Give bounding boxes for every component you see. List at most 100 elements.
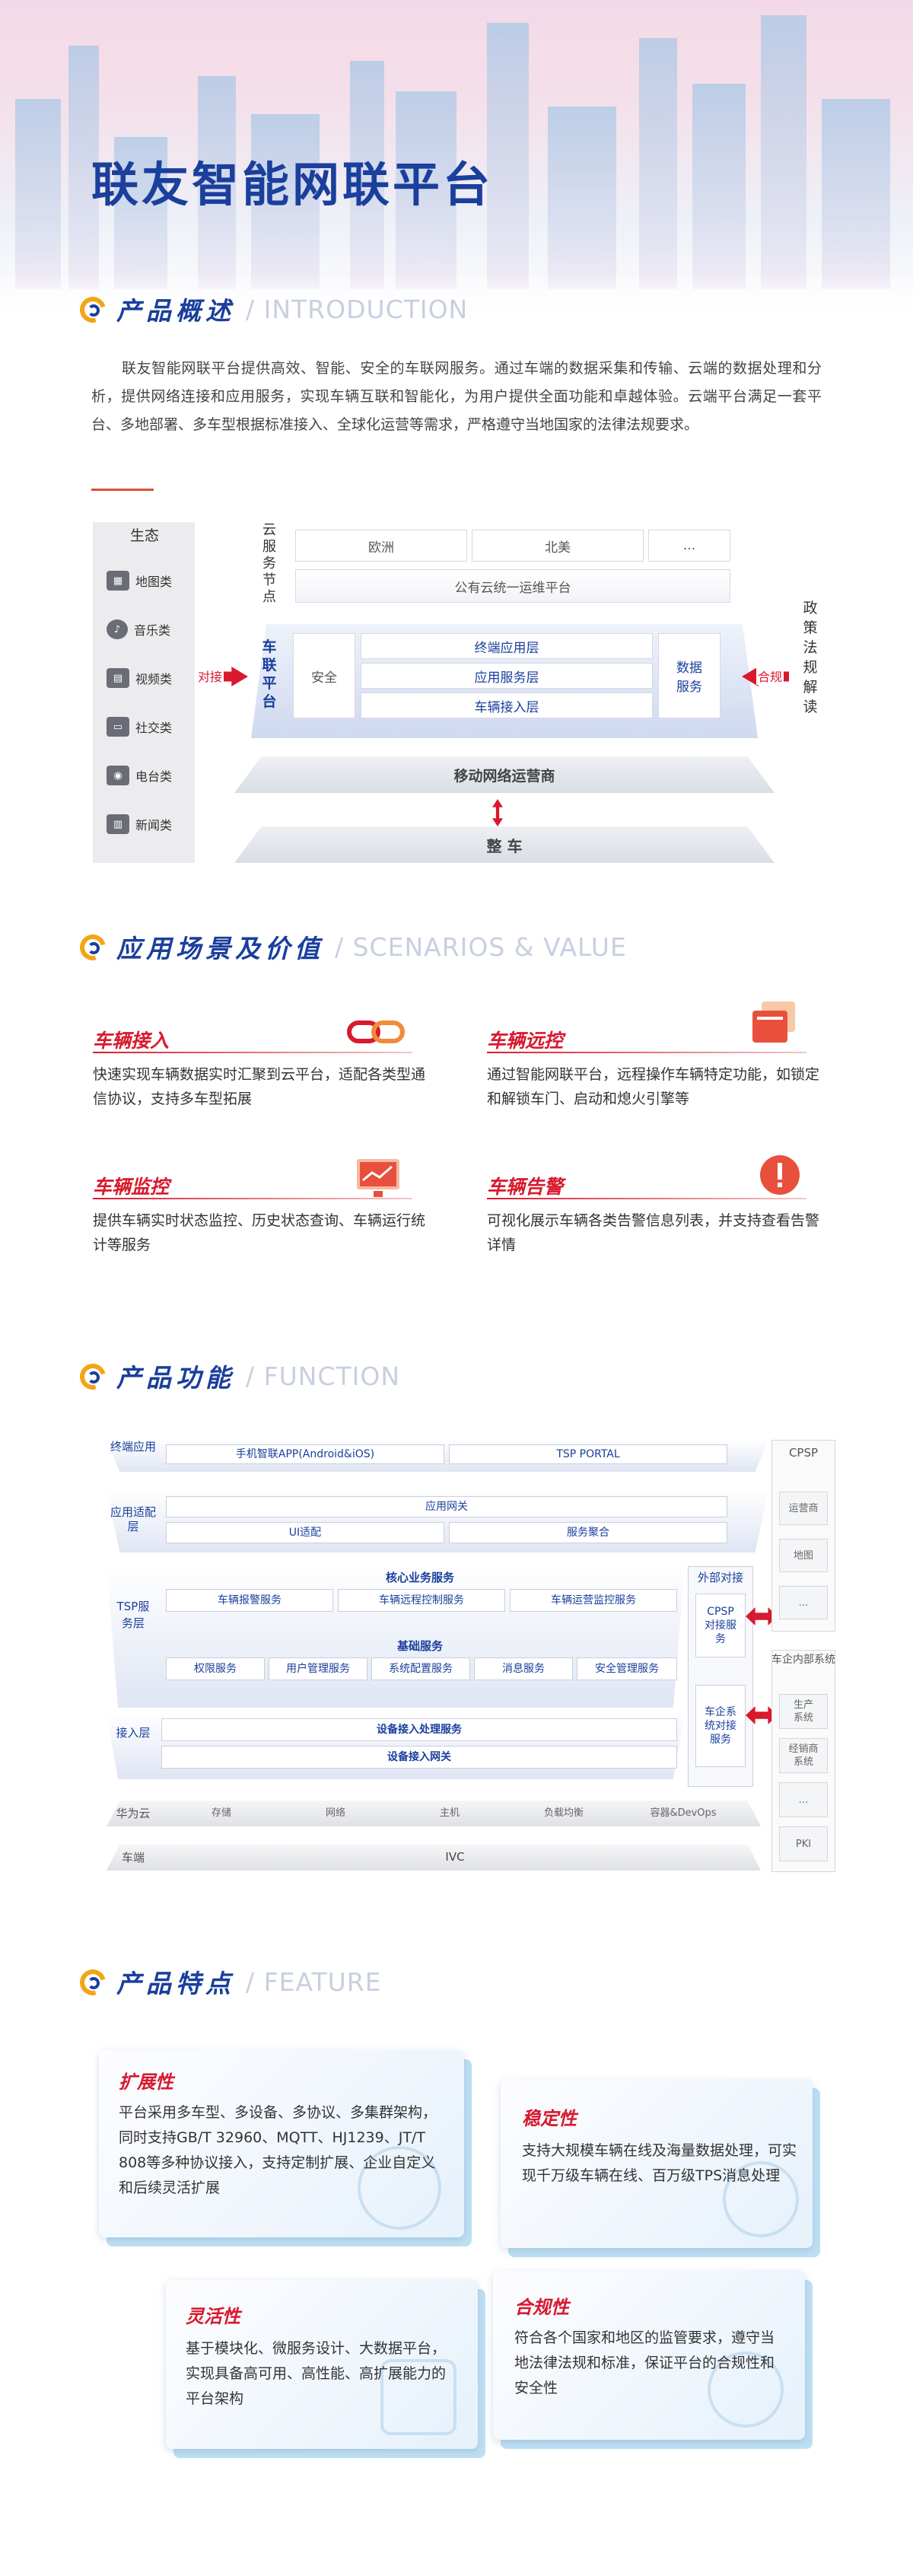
brand-logo-icon bbox=[75, 929, 111, 966]
cloud-item: 容器&DevOps bbox=[650, 1807, 717, 1819]
cpsp-label: CPSP bbox=[788, 1446, 819, 1460]
function-box: 手机智联APP(Android&iOS) bbox=[166, 1444, 444, 1464]
video-icon: ▤ bbox=[107, 668, 129, 688]
cloud-item: 存储 bbox=[211, 1807, 231, 1819]
section-header-intro: 产品概述 / INTRODUCTION bbox=[75, 289, 469, 329]
terminal-app-label: 终端应用 bbox=[110, 1440, 156, 1454]
app-adapt-label: 应用适配层 bbox=[110, 1505, 156, 1533]
function-box: UI适配 bbox=[166, 1522, 444, 1543]
data-service-box: 数据服务 bbox=[658, 633, 721, 718]
alert-icon bbox=[756, 1154, 803, 1196]
public-cloud-box: 公有云统一运维平台 bbox=[295, 569, 730, 603]
region-box: 欧洲 bbox=[295, 530, 467, 562]
cpsp-item: ... bbox=[779, 1586, 828, 1619]
oem-label: 车企内部系统 bbox=[771, 1654, 835, 1666]
chat-icon: ▭ bbox=[107, 717, 129, 737]
updown-arrow-icon bbox=[492, 799, 503, 826]
function-box: 车辆报警服务 bbox=[166, 1589, 333, 1612]
section-subtitle: / FUNCTION bbox=[246, 1361, 401, 1391]
scenario-desc: 快速实现车辆数据实时汇聚到云平台，适配各类型通信协议，支持多车型拓展 bbox=[93, 1066, 426, 1107]
gear-watermark-icon bbox=[358, 2146, 441, 2230]
eco-item: ◉电台类 bbox=[107, 764, 172, 787]
eco-item: ♪音乐类 bbox=[107, 618, 170, 641]
function-box: 用户管理服务 bbox=[269, 1657, 367, 1680]
feature-text: 支持大规模车辆在线及海量数据处理，可实现千万级车辆在线、百万级TPS消息处理 bbox=[522, 2142, 797, 2184]
cloud-label: 华为云 bbox=[116, 1807, 151, 1820]
base-service-title: 基础服务 bbox=[396, 1639, 443, 1653]
feature-title: 扩展性 bbox=[119, 2071, 173, 2093]
compliance-label: 合规 bbox=[756, 667, 784, 685]
tsp-label: TSP服务层 bbox=[116, 1600, 150, 1630]
oem-item: ... bbox=[779, 1782, 828, 1817]
section-title: 产品概述 bbox=[116, 296, 235, 326]
scenario-desc: 通过智能网联平台，远程操作车辆特定功能，如锁定和解锁车门、启动和熄火引擎等 bbox=[487, 1066, 820, 1107]
oem-item: 经销商系统 bbox=[779, 1738, 828, 1773]
cloud-node-label: 云服务节点 bbox=[262, 522, 276, 605]
feature-text: 平台采用多车型、多设备、多协议、多集群架构，同时支持GB/T 32960、MQT… bbox=[119, 2104, 437, 2196]
core-service-title: 核心业务服务 bbox=[385, 1571, 454, 1584]
section-subtitle: / SCENARIOS & VALUE bbox=[335, 931, 627, 962]
operator-platform: 移动网络运营商 bbox=[234, 756, 775, 793]
news-icon: ▥ bbox=[107, 814, 129, 834]
iov-label: 车联平台 bbox=[262, 638, 277, 710]
feature-text: 基于模块化、微服务设计、大数据平台，实现具备高可用、高性能、高扩展能力的平台架构 bbox=[186, 2340, 447, 2407]
section-header-feature: 产品特点 / FEATURE bbox=[75, 1962, 382, 2001]
section-title: 应用场景及价值 bbox=[116, 934, 324, 963]
cpsp-item: 地图 bbox=[779, 1539, 828, 1572]
music-icon: ♪ bbox=[107, 619, 128, 639]
section-title: 产品特点 bbox=[116, 1969, 235, 1998]
function-box: 设备接入网关 bbox=[161, 1746, 677, 1769]
section-header-function: 产品功能 / FUNCTION bbox=[75, 1356, 401, 1396]
vehicle-platform: 整 车 bbox=[234, 826, 775, 863]
monitor-chart-icon bbox=[355, 1157, 402, 1199]
function-box: 车辆远程控制服务 bbox=[338, 1589, 505, 1612]
function-box: CPSP对接服务 bbox=[695, 1594, 746, 1657]
scenario-title: 车辆远控 bbox=[487, 1030, 564, 1052]
link-icon bbox=[345, 1017, 406, 1047]
function-box: 车企系统对接服务 bbox=[695, 1685, 746, 1767]
security-box: 安全 bbox=[293, 633, 355, 718]
access-label: 接入层 bbox=[116, 1726, 151, 1740]
radio-icon: ◉ bbox=[107, 766, 129, 785]
section-title: 产品功能 bbox=[116, 1363, 235, 1393]
scenario-title: 车辆告警 bbox=[487, 1176, 564, 1198]
intro-paragraph: 联友智能网联平台提供高效、智能、安全的车联网服务。通过车端的数据采集和传输、云端… bbox=[91, 360, 822, 433]
function-box: 设备接入处理服务 bbox=[161, 1718, 677, 1741]
oem-item: 生产系统 bbox=[779, 1694, 828, 1729]
function-box: 权限服务 bbox=[166, 1657, 265, 1680]
eco-item: ▥新闻类 bbox=[107, 813, 172, 836]
region-box: ... bbox=[648, 530, 730, 562]
scenario-desc: 可视化展示车辆各类告警信息列表，并支持查看告警详情 bbox=[487, 1212, 820, 1253]
cloud-item: 主机 bbox=[439, 1807, 460, 1819]
ecosystem-title: 生态 bbox=[129, 527, 159, 544]
function-box: 服务聚合 bbox=[449, 1522, 727, 1543]
eco-item: ▭社交类 bbox=[107, 715, 172, 738]
function-box: 安全管理服务 bbox=[577, 1657, 677, 1680]
function-box: 消息服务 bbox=[474, 1657, 573, 1680]
section-header-scenarios: 应用场景及价值 / SCENARIOS & VALUE bbox=[75, 927, 627, 966]
feature-title: 稳定性 bbox=[522, 2108, 577, 2129]
region-box: 北美 bbox=[472, 530, 644, 562]
feature-title: 合规性 bbox=[514, 2297, 569, 2318]
scenario-title: 车辆监控 bbox=[93, 1176, 170, 1198]
cpsp-item: 运营商 bbox=[779, 1492, 828, 1525]
eco-item: ▦地图类 bbox=[107, 569, 172, 592]
brand-logo-icon bbox=[75, 1358, 111, 1395]
hero-banner: 联友智能网联平台 bbox=[0, 0, 913, 320]
vehicle-item: IVC bbox=[445, 1849, 465, 1864]
cloud-item: 网络 bbox=[325, 1807, 345, 1819]
vehicle-label: 车端 bbox=[121, 1851, 145, 1864]
cube-watermark-icon bbox=[380, 2359, 456, 2435]
section-subtitle: / INTRODUCTION bbox=[246, 294, 469, 324]
cloud-item: 负载均衡 bbox=[543, 1807, 584, 1819]
person-shield-watermark-icon bbox=[708, 2352, 784, 2428]
section-subtitle: / FEATURE bbox=[246, 1966, 382, 1997]
page-title: 联友智能网联平台 bbox=[91, 157, 494, 212]
app-gateway-box: 应用网关 bbox=[166, 1496, 727, 1517]
brand-logo-icon bbox=[75, 291, 111, 328]
function-box: 车辆运营监控服务 bbox=[510, 1589, 677, 1612]
feature-title: 灵活性 bbox=[186, 2306, 240, 2327]
layer-box: 终端应用层 bbox=[361, 633, 653, 659]
external-label: 外部对接 bbox=[697, 1571, 743, 1584]
policy-label: 政策法规解读 bbox=[803, 600, 818, 715]
